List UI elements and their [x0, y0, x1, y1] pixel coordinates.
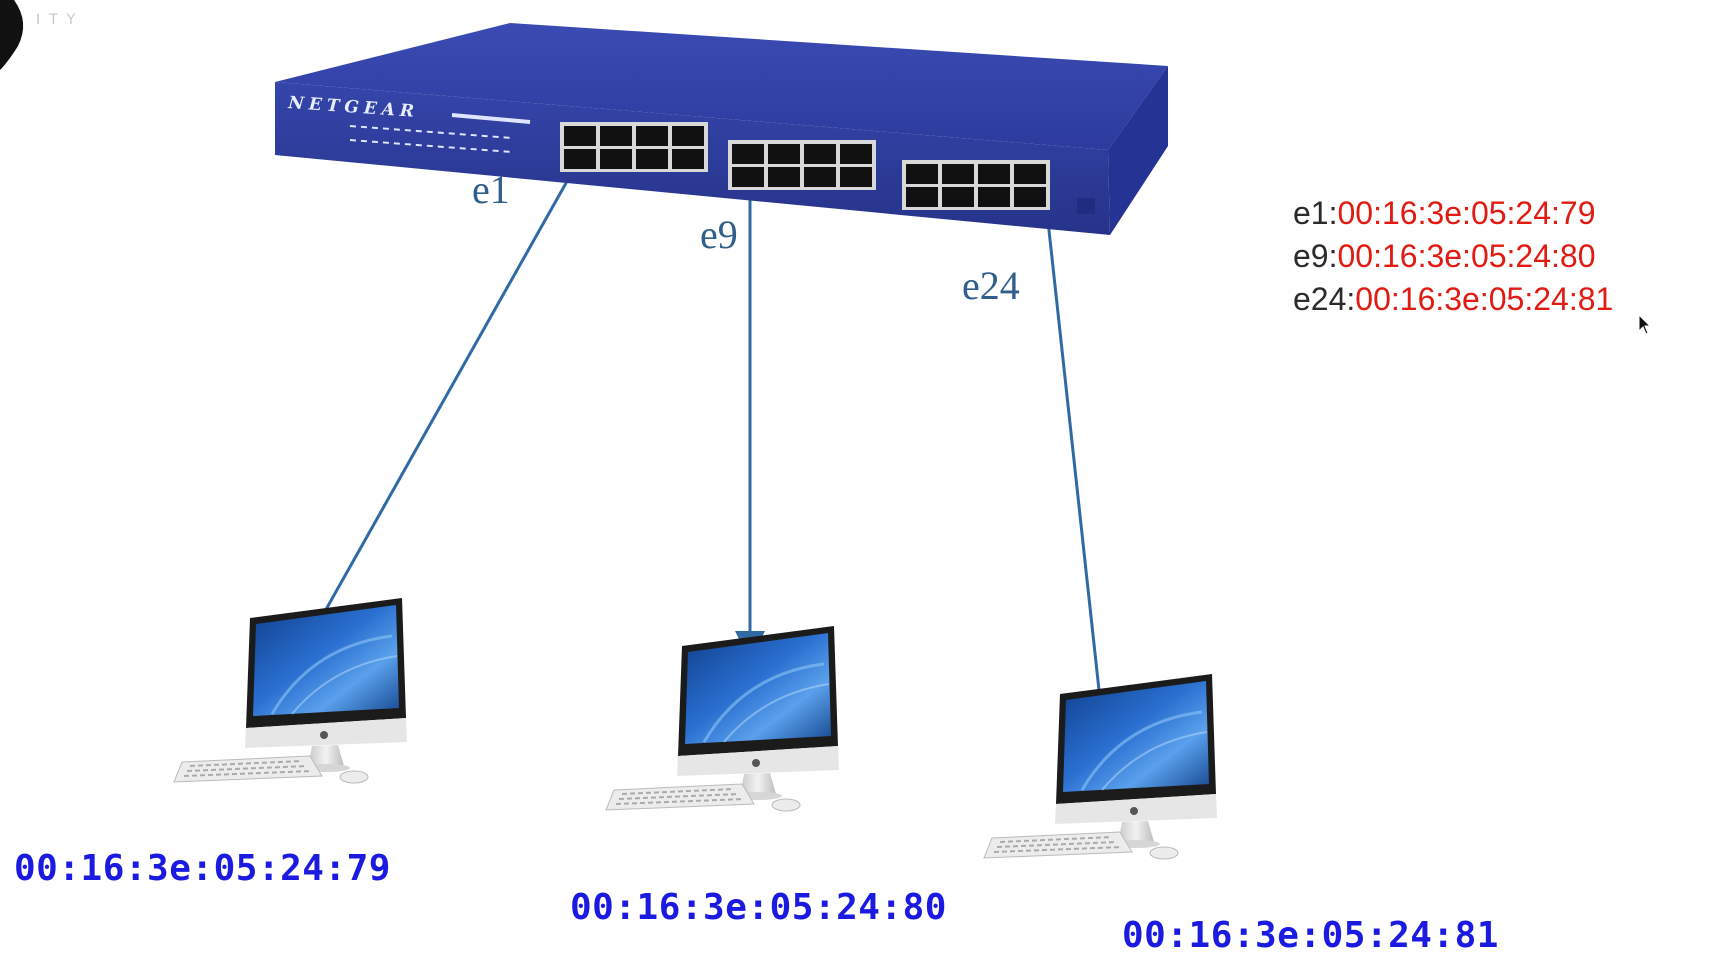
computer-3-mac: 00:16:3e:05:24:81: [1122, 915, 1499, 956]
computer-2-mac: 00:16:3e:05:24:80: [570, 887, 947, 928]
mac-table-row: e1:00:16:3e:05:24:79: [1293, 192, 1613, 235]
cable-e24: [1045, 211, 1101, 691]
computer-3: [982, 672, 1219, 861]
mac-table-row: e9:00:16:3e:05:24:80: [1293, 235, 1613, 278]
cables: [322, 175, 1101, 691]
mac-table-address: 00:16:3e:05:24:81: [1355, 281, 1614, 317]
mac-table-address: 00:16:3e:05:24:80: [1337, 238, 1596, 274]
port-group-3: [902, 160, 1050, 210]
port-group-1: [560, 122, 708, 172]
status-leds: [349, 113, 531, 153]
mac-table-port: e9:: [1293, 238, 1338, 274]
switch-indicator: [1077, 198, 1095, 214]
port-label-e1: e1: [472, 167, 510, 212]
watermark-text: ITY: [36, 12, 85, 28]
port-label-e9: e9: [700, 212, 738, 257]
computer-1: [172, 596, 409, 785]
switch-side: [1108, 66, 1168, 235]
mac-table-port: e1:: [1293, 195, 1338, 231]
cable-e1: [322, 175, 572, 614]
port-label-e24: e24: [962, 263, 1020, 308]
mac-table-address: 00:16:3e:05:24:79: [1337, 195, 1596, 231]
port-group-2: [728, 140, 876, 190]
mac-address-table: e1:00:16:3e:05:24:79 e9:00:16:3e:05:24:8…: [1293, 192, 1613, 321]
computer-1-mac: 00:16:3e:05:24:79: [14, 848, 391, 889]
computer-2: [604, 624, 841, 813]
mac-table-row: e24:00:16:3e:05:24:81: [1293, 278, 1613, 321]
switch-top: [275, 23, 1168, 150]
mac-table-port: e24:: [1293, 281, 1356, 317]
mouse-cursor-icon: [1638, 314, 1652, 335]
corner-smudge: [0, 0, 24, 70]
network-switch: NETGEAR: [275, 23, 1168, 235]
